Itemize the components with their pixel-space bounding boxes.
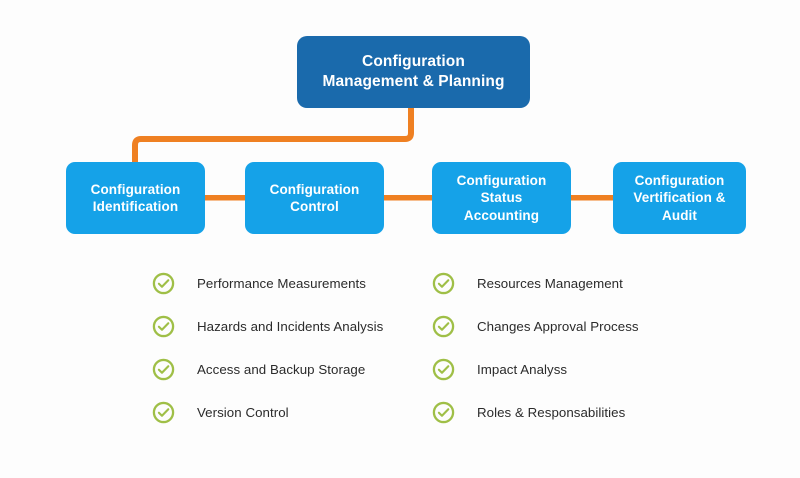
list-item-label: Performance Measurements xyxy=(197,276,366,291)
list-item: Version Control xyxy=(152,391,422,434)
list-item: Changes Approval Process xyxy=(432,305,732,348)
node-configuration-control[interactable]: Configuration Control xyxy=(245,162,384,234)
list-item-label: Hazards and Incidents Analysis xyxy=(197,319,384,334)
connector-root-to-identification xyxy=(132,108,414,163)
node-control-label: Configuration Control xyxy=(269,181,360,214)
node-configuration-identification[interactable]: Configuration Identification xyxy=(66,162,205,234)
node-configuration-status-accounting[interactable]: Configuration Status Accounting xyxy=(432,162,571,234)
check-circle-icon xyxy=(152,358,175,381)
list-item: Impact Analyss xyxy=(432,348,732,391)
list-item-label: Changes Approval Process xyxy=(477,319,639,334)
list-item: Resources Management xyxy=(432,262,732,305)
check-circle-icon xyxy=(432,272,455,295)
list-item-label: Access and Backup Storage xyxy=(197,362,366,377)
list-item-label: Impact Analyss xyxy=(477,362,568,377)
list-item-label: Version Control xyxy=(197,405,289,420)
list-item-label: Roles & Responsabilities xyxy=(477,405,626,420)
node-configuration-vertification-audit[interactable]: Configuration Vertification & Audit xyxy=(613,162,746,234)
node-status-label: Configuration Status Accounting xyxy=(456,173,547,223)
connector-status-to-audit xyxy=(568,195,615,201)
node-identification-label: Configuration Identification xyxy=(90,181,181,214)
check-circle-icon xyxy=(432,358,455,381)
checklist-right-column: Resources Management Changes Approval Pr… xyxy=(432,262,732,434)
node-configuration-management-planning[interactable]: Configuration Management & Planning xyxy=(297,36,530,108)
connector-control-to-status xyxy=(382,195,434,201)
check-circle-icon xyxy=(432,315,455,338)
connector-identification-to-control xyxy=(203,195,247,201)
check-circle-icon xyxy=(152,401,175,424)
list-item-label: Resources Management xyxy=(477,276,623,291)
checklist-left-column: Performance Measurements Hazards and Inc… xyxy=(152,262,422,434)
check-circle-icon xyxy=(152,315,175,338)
list-item: Performance Measurements xyxy=(152,262,422,305)
node-audit-label: Configuration Vertification & Audit xyxy=(633,173,726,223)
list-item: Roles & Responsabilities xyxy=(432,391,732,434)
list-item: Hazards and Incidents Analysis xyxy=(152,305,422,348)
node-root-label: Configuration Management & Planning xyxy=(322,53,505,90)
list-item: Access and Backup Storage xyxy=(152,348,422,391)
check-circle-icon xyxy=(432,401,455,424)
check-circle-icon xyxy=(152,272,175,295)
